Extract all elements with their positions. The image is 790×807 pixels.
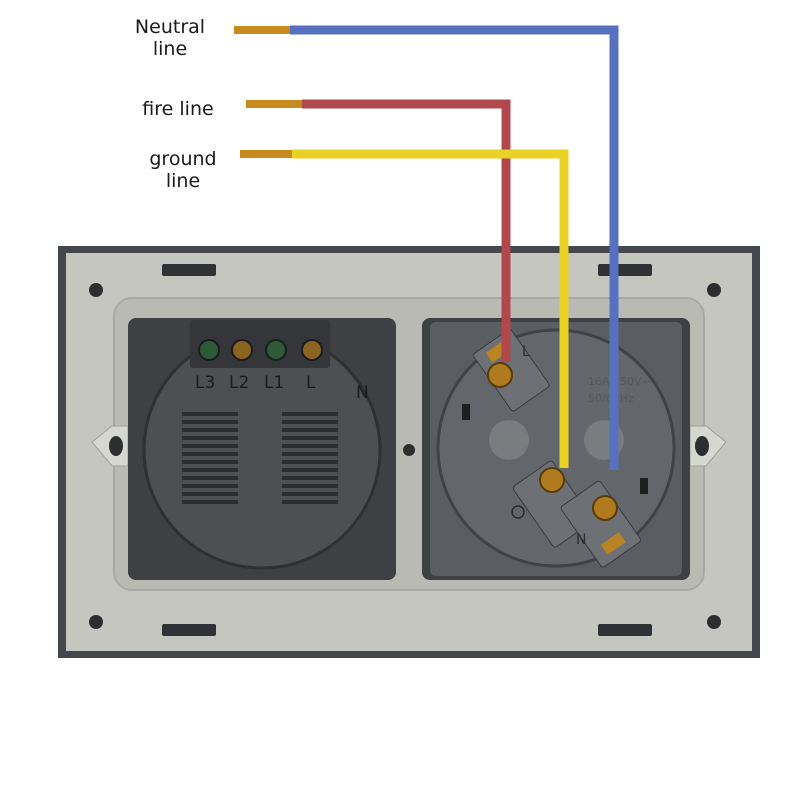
neutral-wire	[290, 25, 619, 470]
vent-grille-right	[282, 412, 338, 504]
vent-slot	[282, 420, 338, 424]
vent-grille-left	[182, 412, 238, 504]
ground-line-label-2: line	[165, 170, 201, 192]
screw-hole-bottom-left	[89, 615, 103, 629]
screw-hole-top-left	[89, 283, 103, 297]
terminal-label-l1: L1	[264, 373, 284, 393]
clip-top-right	[598, 264, 652, 276]
pin-hole-left	[489, 420, 529, 460]
vent-slot	[182, 436, 238, 440]
neutral-line-label: Neutral line	[120, 16, 220, 60]
socket-mark-n: N	[576, 532, 586, 548]
screw-hole-bottom-right	[707, 615, 721, 629]
socket-terminal-n	[560, 480, 642, 568]
ground-line-label: ground line	[133, 148, 233, 192]
fire-line-label: fire line	[128, 98, 228, 120]
clip-bottom-left	[162, 624, 216, 636]
terminal-label-l: L	[306, 373, 316, 393]
vent-slot	[282, 500, 338, 504]
vent-slot	[282, 412, 338, 416]
vent-slot	[182, 460, 238, 464]
vent-slot	[182, 468, 238, 472]
fire-line-label-1: fire line	[142, 98, 214, 120]
vent-slot	[182, 444, 238, 448]
wires	[234, 25, 619, 470]
vent-slot	[182, 492, 238, 496]
terminal-screw-l	[301, 339, 323, 361]
clip-top-left	[162, 264, 216, 276]
ground-wire	[292, 149, 569, 468]
vent-slot	[182, 412, 238, 416]
vent-slot	[282, 444, 338, 448]
vent-slot	[282, 476, 338, 480]
terminal-label-l3: L3	[195, 373, 215, 393]
ground-symbol-icon	[511, 505, 525, 519]
terminal-screw-l1	[265, 339, 287, 361]
side-label-n: N	[356, 383, 369, 403]
center-hole	[403, 444, 415, 456]
vent-slot	[282, 492, 338, 496]
vent-slot	[282, 452, 338, 456]
vent-slot	[182, 476, 238, 480]
screw-hole-top-right	[707, 283, 721, 297]
switch-terminal-block	[190, 320, 330, 368]
socket-mark-l: L	[522, 344, 530, 360]
vent-slot	[182, 500, 238, 504]
screw-n	[592, 495, 618, 521]
vent-slot	[282, 468, 338, 472]
neutral-line-label-2: line	[152, 38, 188, 60]
vent-slot	[282, 460, 338, 464]
neutral-line-label-1: Neutral	[134, 16, 206, 38]
clip-bottom-right	[598, 624, 652, 636]
screw-l	[487, 362, 513, 388]
socket-module: 16A 250V~ 50/60Hz L N	[422, 318, 690, 580]
vent-slot	[182, 452, 238, 456]
vent-slot	[182, 420, 238, 424]
vent-slot	[182, 428, 238, 432]
mount-slot-left-hole	[109, 436, 123, 456]
terminal-label-l2: L2	[229, 373, 249, 393]
ground-line-label-1: ground	[149, 148, 217, 170]
socket-slot-left	[462, 404, 470, 420]
terminal-screw-l3	[198, 339, 220, 361]
socket-slot-right	[640, 478, 648, 494]
fire-wire	[302, 99, 511, 362]
screw-ground	[539, 467, 565, 493]
vent-slot	[282, 428, 338, 432]
rating-text-1: 16A 250V~	[588, 375, 651, 388]
vent-slot	[182, 484, 238, 488]
terminal-screw-l2	[231, 339, 253, 361]
switch-module: L3 L2 L1 L N	[128, 318, 396, 580]
vent-slot	[282, 436, 338, 440]
vent-slot	[282, 484, 338, 488]
mount-slot-right-hole	[695, 436, 709, 456]
